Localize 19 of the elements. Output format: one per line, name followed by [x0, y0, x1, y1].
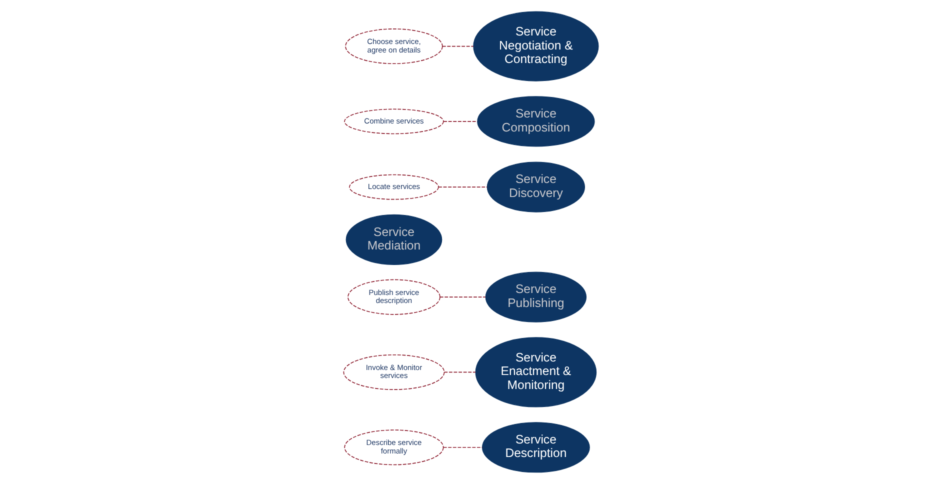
node-ellipse: Service Discovery	[486, 162, 585, 212]
connector	[442, 46, 474, 47]
node-ellipse: Service Description	[481, 422, 590, 473]
connector	[442, 446, 482, 448]
connector	[443, 372, 476, 373]
connector	[439, 296, 486, 298]
node-ellipse: Service Enactment & Monitoring	[474, 337, 596, 408]
node-ellipse: Invoke & Monitor services	[342, 354, 444, 390]
node-ellipse: Choose service, agree on details	[344, 28, 442, 64]
node-ellipse: Describe service formally	[344, 430, 444, 466]
node-ellipse: Service Mediation	[345, 214, 442, 265]
connector	[438, 186, 487, 188]
node-ellipse: Service Negotiation & Contracting	[472, 11, 598, 82]
node-ellipse: Service Composition	[476, 96, 594, 147]
node-ellipse: Publish service description	[347, 279, 440, 315]
node-ellipse: Combine services	[344, 108, 444, 134]
node-ellipse: Service Publishing	[484, 272, 586, 322]
node-ellipse: Locate services	[348, 174, 438, 200]
connector	[442, 121, 478, 122]
